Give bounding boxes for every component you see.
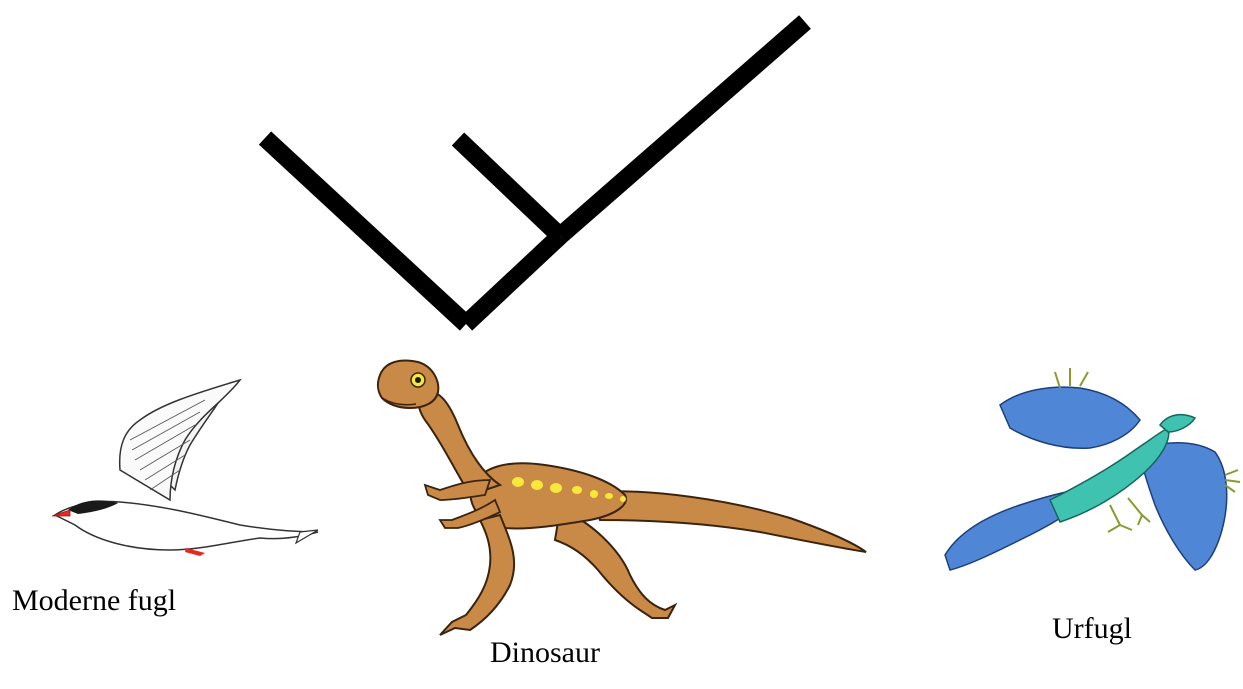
dinosaur-illustration — [376, 359, 867, 636]
dinosaur-spots — [512, 477, 626, 502]
taxon-label-dinosaur: Dinosaur — [490, 636, 600, 669]
branch-node-to-dinosaur — [451, 132, 567, 243]
branch-root-to-tern — [258, 131, 473, 331]
branch-node-to-archaeopteryx — [554, 15, 811, 243]
phylogenetic-tree — [258, 15, 811, 331]
taxon-label-modern-bird: Moderne fugl — [12, 584, 177, 617]
branch-root-to-node — [459, 229, 567, 331]
taxon-label-archaeopteryx: Urfugl — [1052, 612, 1132, 645]
tern-illustration — [51, 378, 319, 556]
archaeopteryx-illustration — [944, 368, 1241, 571]
